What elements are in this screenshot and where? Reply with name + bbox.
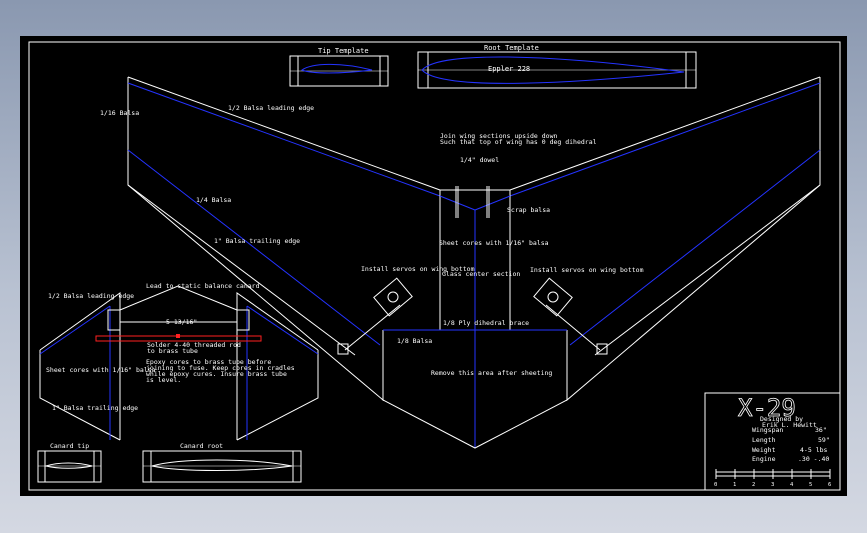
label-join2: Such that top of wing has 0 deg dihedral	[440, 138, 597, 146]
scale-tick-label: 0	[714, 482, 717, 488]
canard-plan	[39, 285, 319, 441]
label-sheet-canard: Sheet cores with 1/16" balsa	[46, 366, 156, 374]
label-epoxy3: while epoxy cures. Insure brass tube	[146, 370, 287, 378]
scale-tick-label: 3	[771, 482, 774, 488]
label-solder2: to brass tube	[147, 347, 198, 355]
root-template: Root Template Eppler 228	[417, 44, 697, 89]
label-balsa-1-4: 1/4 Balsa	[196, 196, 231, 204]
designer-name: Erik L. Hewitt	[762, 421, 817, 429]
label-glass-center: Glass center section	[442, 270, 520, 278]
label-balsa-1-8: 1/8 Balsa	[397, 337, 432, 345]
spec-label-length: Length	[752, 436, 776, 444]
label-ply-brace: 1/8 Ply dihedral brace	[443, 319, 529, 327]
label-span-dim: 5 13/16"	[166, 318, 197, 326]
airfoil-label: Eppler 228	[488, 65, 530, 73]
canard-root-template: Canard root	[142, 442, 302, 483]
servo-right	[533, 277, 608, 355]
label-trailing-edge: 1" Balsa trailing edge	[214, 237, 300, 245]
title-block: X-29 Designed by Erik L. Hewitt Wingspan…	[704, 392, 841, 491]
label-sheet-center: Sheet cores with 1/16" balsa	[439, 239, 549, 247]
label-join: Join wing sections upside down	[440, 132, 557, 140]
spec-label-wingspan: Wingspan	[752, 426, 783, 434]
label-lead: Lead to static balance canard	[146, 282, 260, 290]
label-epoxy1: Epoxy cores to brass tube before	[146, 358, 271, 366]
label-scrap: Scrap balsa	[507, 206, 550, 214]
spec-value-engine: .30 -.40	[798, 455, 829, 463]
label-dowel: 1/4" dowel	[460, 156, 499, 164]
label-leading-edge: 1/2 Balsa leading edge	[228, 104, 314, 112]
spec-label-weight: Weight	[752, 446, 776, 454]
label-epoxy4: is level.	[146, 376, 181, 384]
title-block-title: X-29	[738, 394, 796, 422]
spec-label-engine: Engine	[752, 455, 776, 463]
label-servo-right: Install servos on wing bottom	[530, 266, 644, 274]
scale-tick-label: 6	[828, 482, 831, 488]
servo-left	[337, 277, 413, 355]
canard-labels: 1/2 Balsa leading edge Lead to static ba…	[46, 282, 295, 412]
spec-value-length: 59"	[818, 436, 830, 444]
drawing-sheet	[20, 36, 847, 496]
label-solder: Solder 4-40 threaded rod	[147, 341, 241, 349]
scale-tick-label: 2	[752, 482, 755, 488]
canard-root-label: Canard root	[180, 442, 223, 450]
tip-template-label: Tip Template	[318, 47, 369, 55]
scale-tick-label: 1	[733, 482, 736, 488]
tip-template: Tip Template	[289, 47, 389, 87]
label-servo-left: Install servos on wing bottom	[361, 265, 475, 273]
canard-tip-template: Canard tip	[37, 442, 102, 483]
wing-labels: 1/16 Balsa 1/2 Balsa leading edge Join w…	[100, 104, 644, 377]
label-balsa-1-16: 1/16 Balsa	[100, 109, 139, 117]
main-wing	[127, 76, 821, 449]
canard-tip-label: Canard tip	[50, 442, 89, 450]
designed-by: Designed by	[760, 415, 803, 423]
drawing-border	[28, 41, 841, 491]
label-canard-te: 1" Balsa trailing edge	[52, 404, 138, 412]
root-template-label: Root Template	[484, 44, 539, 52]
spec-value-wingspan: 36"	[815, 426, 827, 434]
scale-tick-label: 5	[809, 482, 812, 488]
scale-bar: 0 1 2 3 4 5 6	[714, 469, 831, 488]
scale-tick-label: 4	[790, 482, 794, 488]
label-canard-le: 1/2 Balsa leading edge	[48, 292, 134, 300]
label-remove: Remove this area after sheeting	[431, 369, 552, 377]
label-epoxy2: joining to fuse. Keep cores in cradles	[146, 364, 295, 372]
spec-value-weight: 4-5 lbs	[800, 446, 827, 454]
